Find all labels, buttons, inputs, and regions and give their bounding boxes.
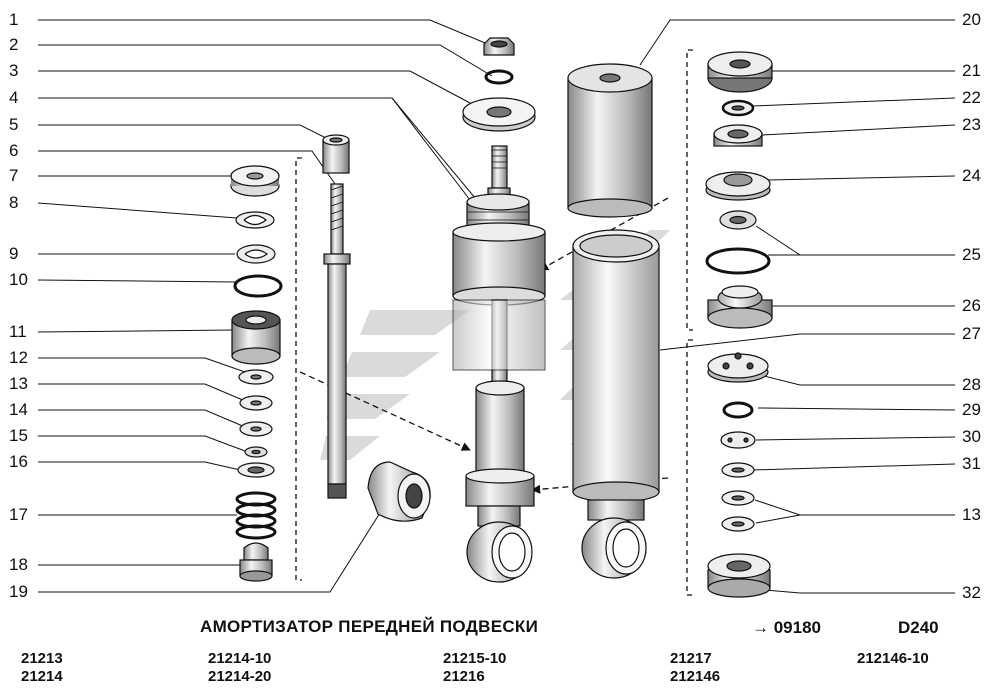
model-code: 21213 <box>21 650 63 667</box>
part-13c-washer <box>721 516 755 532</box>
part-27-housing <box>572 229 660 579</box>
callout-19: 19 <box>9 582 28 601</box>
part-13-washer <box>239 395 273 411</box>
part-25-ring <box>705 247 771 275</box>
callout-15: 15 <box>9 426 28 445</box>
part-31-washer <box>721 462 755 478</box>
model-code: 212146 <box>670 668 721 685</box>
part-14-washer <box>239 421 273 437</box>
callout-27: 27 <box>962 324 981 343</box>
part-22-seal <box>721 99 755 117</box>
callout-26: 26 <box>962 296 981 315</box>
diagram-title: АМОРТИЗАТОР ПЕРЕДНЕЙ ПОДВЕСКИ <box>200 617 539 636</box>
callout-4: 4 <box>9 88 19 107</box>
callout-18: 18 <box>9 555 28 574</box>
part-13b-washer <box>721 490 755 506</box>
callout-23: 23 <box>962 115 981 134</box>
right-column-parts <box>705 51 773 598</box>
part-19-bushing <box>367 461 431 522</box>
callout-29: 29 <box>962 400 981 419</box>
callout-3: 3 <box>9 61 19 80</box>
part-32-body <box>707 553 771 598</box>
part-17-spring <box>235 491 277 540</box>
callout-31: 31 <box>962 454 981 473</box>
callout-5: 5 <box>9 115 19 134</box>
model-code: 21214 <box>21 668 63 685</box>
callout-2: 2 <box>9 35 19 54</box>
part-2-washer <box>484 69 514 85</box>
main-shock-absorber <box>452 37 546 583</box>
left-column-parts <box>230 165 283 582</box>
part-26-guide <box>707 285 773 329</box>
diagram-code: D240 <box>898 618 939 637</box>
callout-8: 8 <box>9 193 19 212</box>
callout-21: 21 <box>962 61 981 80</box>
model-code: 21217 <box>670 650 712 667</box>
part-15-washer <box>244 446 268 458</box>
callout-9: 9 <box>9 244 19 263</box>
callout-30: 30 <box>962 427 981 446</box>
model-code: 21216 <box>443 668 485 685</box>
callout-6: 6 <box>9 141 19 160</box>
part-8-plate <box>235 211 275 229</box>
model-code: 212146-10 <box>857 650 929 667</box>
part-29-spring <box>722 401 754 419</box>
callout-32: 32 <box>962 583 981 602</box>
part-5-sleeve <box>322 134 350 174</box>
callout-7: 7 <box>9 166 19 185</box>
part-9-plate <box>236 244 276 264</box>
part-20-cover <box>567 63 653 218</box>
leader-lines <box>37 19 956 594</box>
callout-28: 28 <box>962 375 981 394</box>
callout-11: 11 <box>9 322 27 341</box>
part-16-washer <box>237 462 275 478</box>
part-1-nut <box>483 37 515 56</box>
part-3-plate <box>462 97 536 132</box>
model-code: 21215-10 <box>443 650 507 667</box>
callout-1: 1 <box>9 10 19 29</box>
callout-16: 16 <box>9 452 28 471</box>
callout-22: 22 <box>962 88 981 107</box>
part-28-valve <box>707 352 769 383</box>
part-25-seal <box>719 210 757 230</box>
callout-13: 13 <box>9 374 28 393</box>
part-24-seat <box>705 171 771 201</box>
part-23-seal <box>713 124 763 147</box>
part-6-rod <box>323 183 351 499</box>
part-11-bushing <box>231 310 281 365</box>
part-30-disc <box>720 431 756 449</box>
rod-and-sleeve <box>322 134 351 499</box>
part-12-washer <box>238 369 274 385</box>
part-10-ring <box>233 274 283 298</box>
callout-17: 17 <box>9 505 28 524</box>
part-7-cap <box>230 165 280 197</box>
model-code: 21214-20 <box>208 668 272 685</box>
callout-13-right: 13 <box>962 505 981 524</box>
callout-20: 20 <box>962 10 981 29</box>
part-21-cap <box>707 51 773 93</box>
callout-24: 24 <box>962 166 981 185</box>
callout-10: 10 <box>9 270 28 289</box>
callout-25: 25 <box>962 245 981 264</box>
part-18-nut <box>239 542 273 582</box>
model-code: 21214-10 <box>208 650 272 667</box>
callout-12: 12 <box>9 348 28 367</box>
callout-14: 14 <box>9 400 28 419</box>
reference-link[interactable]: → 09180 <box>752 618 821 637</box>
group-brackets <box>295 49 693 596</box>
